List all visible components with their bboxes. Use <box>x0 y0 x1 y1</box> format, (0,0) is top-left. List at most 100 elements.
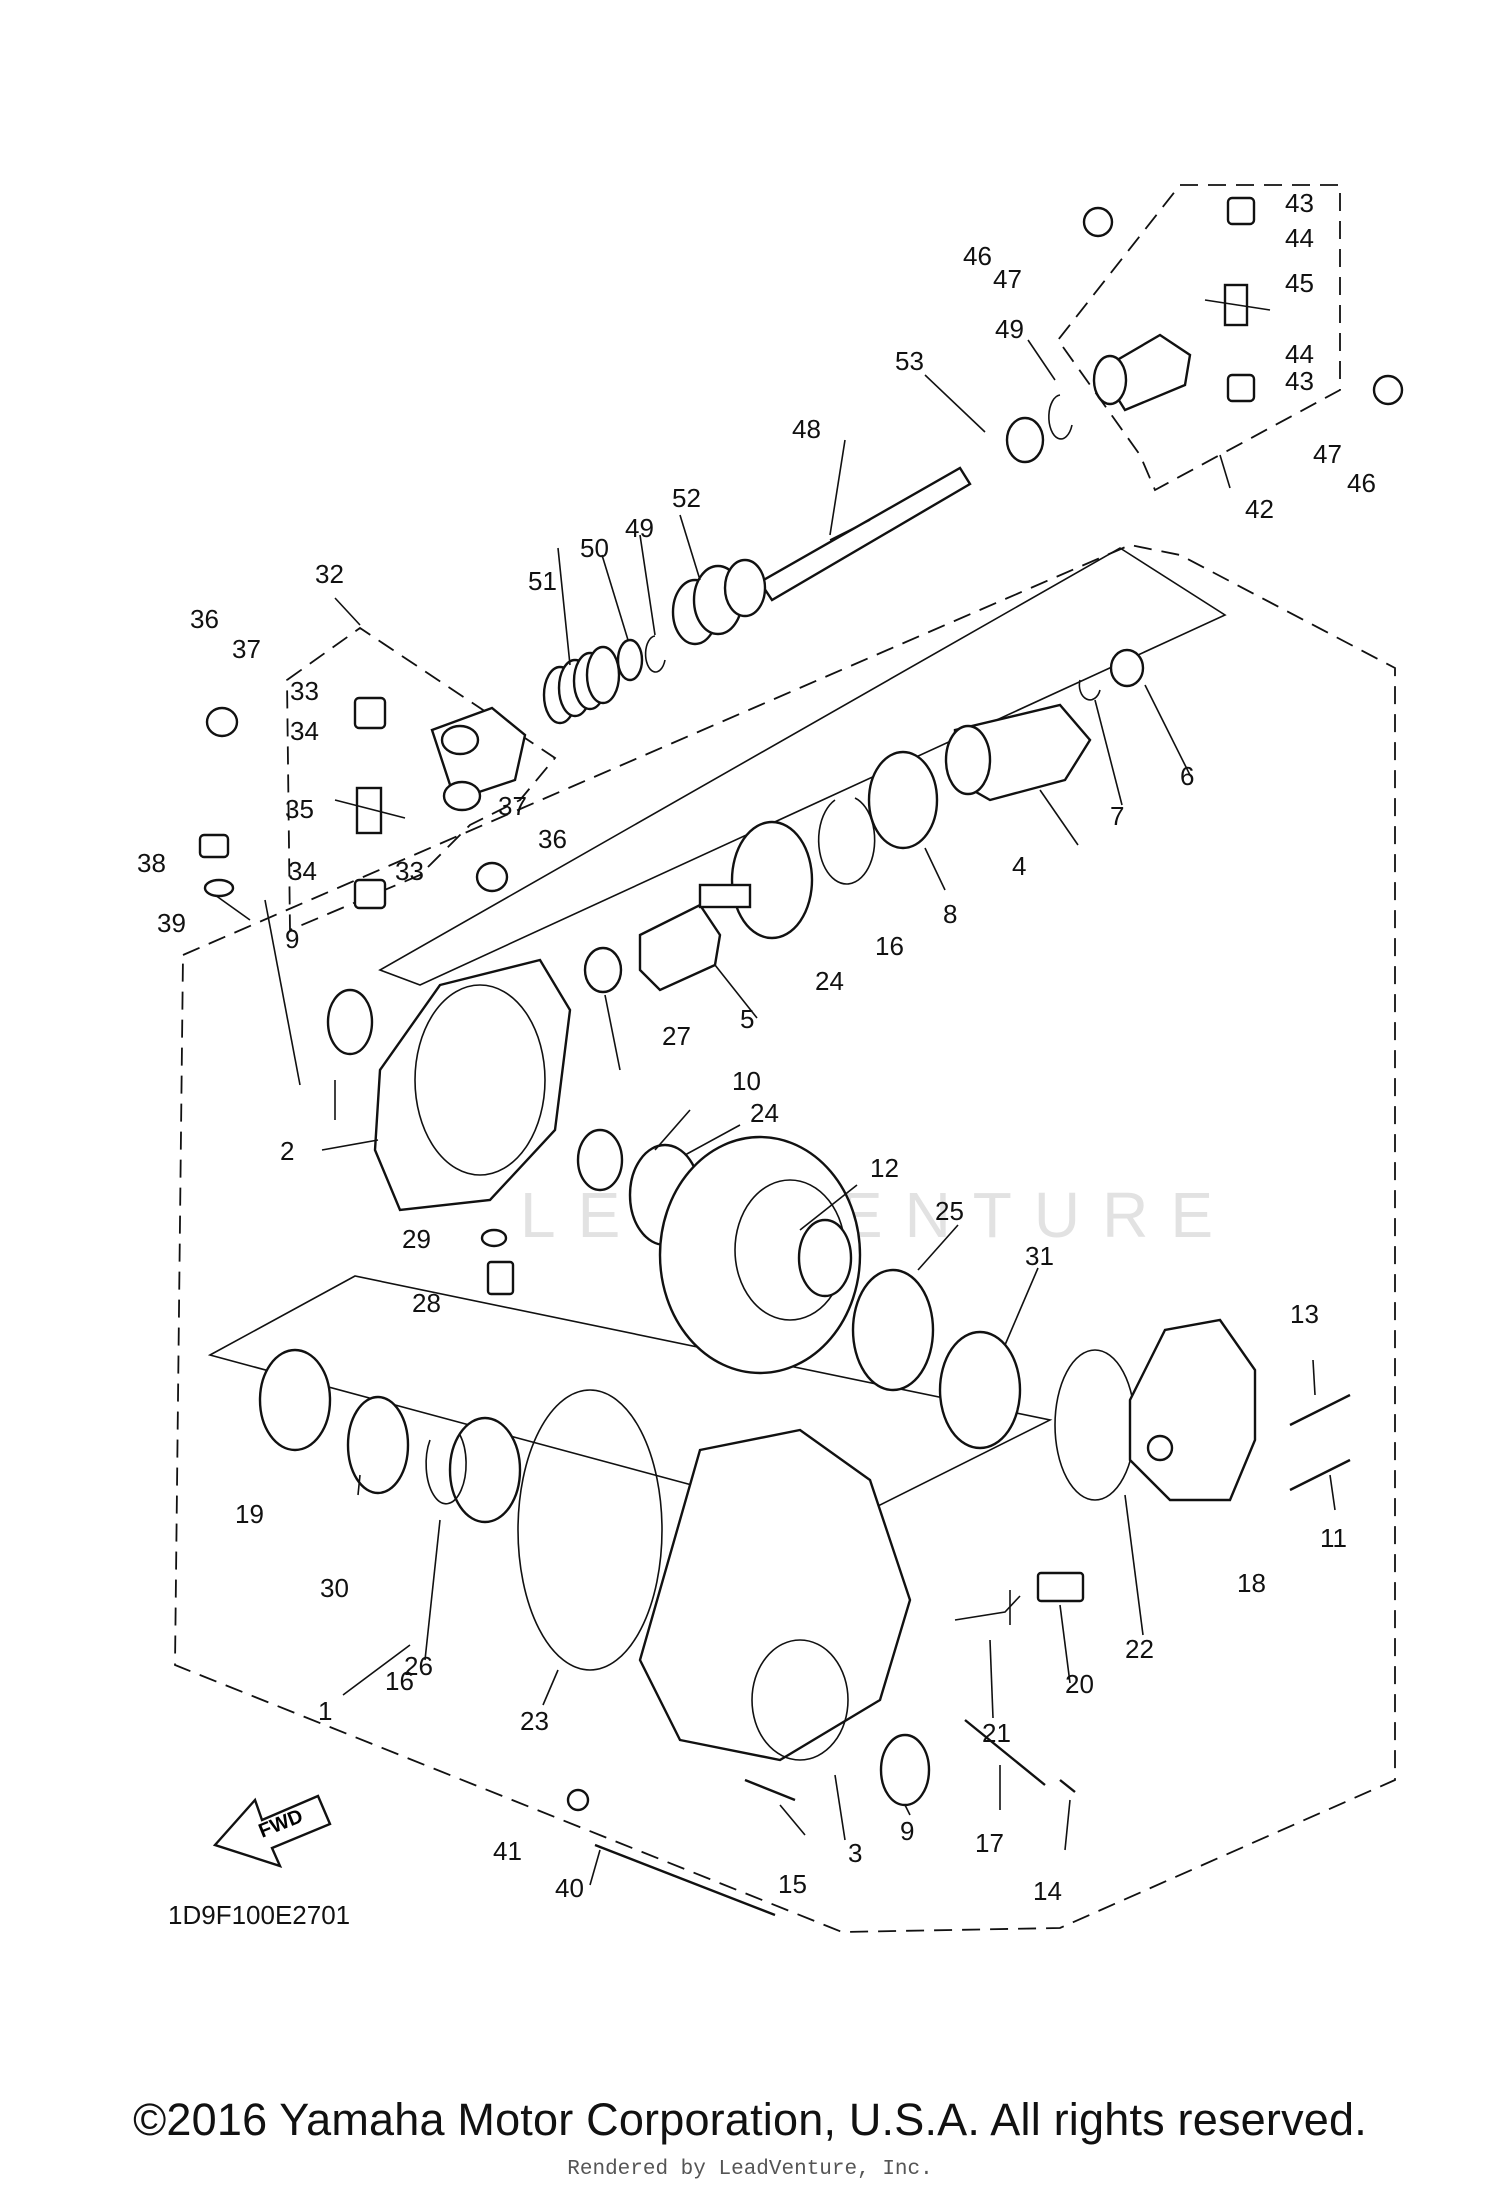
bearing-cup-43-bottom <box>1226 373 1256 403</box>
callout-34-bottom: 34 <box>288 856 317 886</box>
circlip-16-lower <box>425 1434 467 1505</box>
yoke-42 <box>1092 333 1192 412</box>
oil-seal-8 <box>867 750 939 850</box>
callout-36-right: 36 <box>538 824 567 854</box>
shim-10 <box>576 1128 624 1192</box>
oil-seal-9-upper <box>326 988 374 1056</box>
leader-lines <box>214 339 1336 1886</box>
bearing-cup-33-top <box>353 696 387 730</box>
o-ring-7 <box>1078 679 1101 701</box>
callout-14: 14 <box>1033 1876 1062 1906</box>
callout-43-bottom: 43 <box>1285 366 1314 396</box>
callout-9-upper: 9 <box>285 924 299 954</box>
bolt-38 <box>198 833 230 859</box>
sleeve-30 <box>346 1395 410 1495</box>
callout-41: 41 <box>493 1836 522 1866</box>
callout-6: 6 <box>1180 761 1194 791</box>
nut-6 <box>1109 648 1145 688</box>
copyright-text: ©2016 Yamaha Motor Corporation, U.S.A. A… <box>133 2094 1367 2145</box>
bolt-11 <box>1289 1458 1351 1492</box>
gearset-upper-outline <box>378 547 1227 986</box>
callout-20: 20 <box>1065 1669 1094 1699</box>
bolt-28 <box>486 1260 515 1296</box>
circlip-16-upper <box>817 797 876 885</box>
bearing-36-right <box>475 861 509 893</box>
callout-33-bottom: 33 <box>395 856 424 886</box>
rendered-by-text: Rendered by LeadVenture, Inc. <box>567 2158 933 2181</box>
boot-52 <box>671 558 767 646</box>
bearing-cup-33-bottom <box>353 878 387 910</box>
callout-35: 35 <box>285 794 314 824</box>
callout-24-upper: 24 <box>815 966 844 996</box>
gear-case-3 <box>638 1428 912 1762</box>
callout-32: 32 <box>315 559 344 589</box>
gear-19 <box>258 1348 332 1452</box>
spring-51 <box>542 645 621 725</box>
bearing-25 <box>851 1268 935 1392</box>
yoke-32 <box>430 706 527 812</box>
callout-47-right: 47 <box>1313 439 1342 469</box>
bearing-26 <box>448 1416 522 1524</box>
bearing-46-top <box>1082 206 1114 238</box>
callout-26: 26 <box>404 1651 433 1681</box>
bolt-13 <box>1289 1393 1351 1427</box>
callout-44-bottom: 44 <box>1285 339 1314 369</box>
assembly-1-outline <box>174 544 1396 1933</box>
callout-7: 7 <box>1110 801 1124 831</box>
housing-2 <box>373 958 572 1212</box>
oil-seal-9-lower <box>879 1733 931 1807</box>
callout-48: 48 <box>792 414 821 444</box>
gearset-lower-outline <box>207 1275 1053 1526</box>
spider-35 <box>334 786 406 835</box>
callout-15: 15 <box>778 1869 807 1899</box>
circlip-49-lower <box>644 635 666 673</box>
callout-5: 5 <box>740 1004 754 1034</box>
callout-12: 12 <box>870 1153 899 1183</box>
callout-34-top: 34 <box>290 716 319 746</box>
callout-1: 1 <box>318 1696 332 1726</box>
callout-16-lower: 16 <box>385 1666 414 1696</box>
washer-39 <box>203 878 235 898</box>
washer-50 <box>616 638 644 682</box>
callout-27: 27 <box>662 1021 691 1051</box>
washer-29 <box>480 1228 508 1248</box>
o-ring-23 <box>517 1389 663 1671</box>
callout-49-mid: 49 <box>625 513 654 543</box>
callout-10: 10 <box>732 1066 761 1096</box>
callout-labels: 1 2 3 4 5 6 7 8 9 9 10 11 12 13 14 15 16… <box>137 188 1376 1906</box>
diagram-code: 1D9F100E2701 <box>168 1900 351 1930</box>
callout-22: 22 <box>1125 1634 1154 1664</box>
shim-31 <box>938 1330 1022 1450</box>
callout-43-top: 43 <box>1285 188 1314 218</box>
callout-53: 53 <box>895 346 924 376</box>
yoke-4 <box>944 703 1092 802</box>
callout-18: 18 <box>1237 1568 1266 1598</box>
callout-36-left: 36 <box>190 604 219 634</box>
callout-50: 50 <box>580 533 609 563</box>
assembly-32-outline <box>286 626 557 932</box>
bearing-cup-43-top <box>1226 196 1256 226</box>
rod-17 <box>964 1719 1046 1786</box>
bearing-27 <box>583 946 623 994</box>
drive-shaft-48 <box>758 466 972 602</box>
callout-42: 42 <box>1245 494 1274 524</box>
spring-14 <box>1059 1779 1076 1793</box>
callout-37-top: 37 <box>232 634 261 664</box>
callout-16-upper: 16 <box>875 931 904 961</box>
callout-17: 17 <box>975 1828 1004 1858</box>
bolt-15 <box>744 1778 796 1802</box>
callout-13: 13 <box>1290 1299 1319 1329</box>
clip-41 <box>566 1788 590 1812</box>
callout-23: 23 <box>520 1706 549 1736</box>
callout-31: 31 <box>1025 1241 1054 1271</box>
callout-44-top: 44 <box>1285 223 1314 253</box>
callout-25: 25 <box>935 1196 964 1226</box>
cover-18 <box>1128 1318 1257 1502</box>
callout-21: 21 <box>982 1718 1011 1748</box>
callout-3: 3 <box>848 1838 862 1868</box>
bearing-36-left <box>205 706 239 738</box>
pinion-gear-5 <box>638 883 752 992</box>
callout-37-bottom: 37 <box>498 791 527 821</box>
callout-47-top: 47 <box>993 264 1022 294</box>
